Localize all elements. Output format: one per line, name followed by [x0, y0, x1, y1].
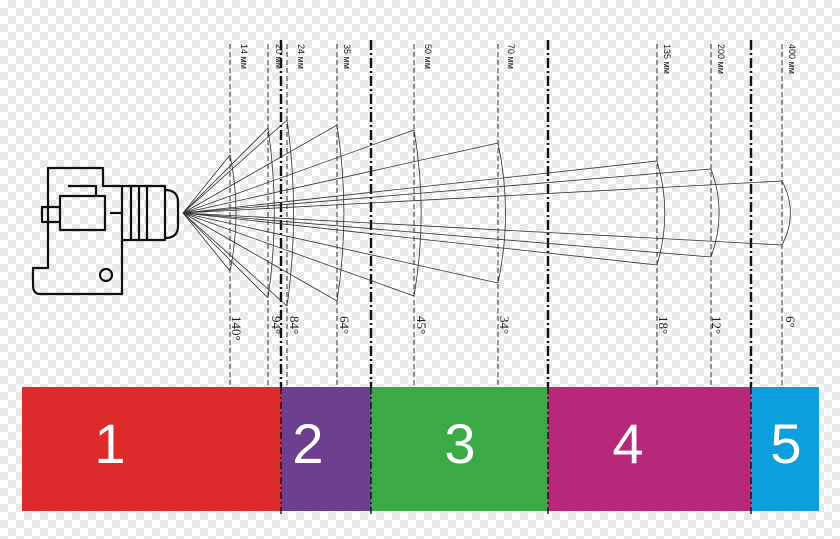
zone-1-label: 1 — [94, 412, 125, 475]
focal-label-20: 20 мм — [274, 44, 284, 69]
angle-label-200: 12° — [709, 316, 724, 334]
view-cone-24 — [182, 119, 294, 307]
angle-label-135: 18° — [656, 316, 671, 334]
focal-label-200: 200 мм — [716, 44, 726, 74]
focal-label-70: 70 мм — [506, 44, 516, 69]
view-cone-14 — [182, 154, 237, 272]
focal-label-35: 35 мм — [342, 44, 352, 69]
angle-label-70: 34° — [497, 316, 512, 334]
zone-2-bar — [281, 387, 371, 511]
angle-label-35: 64° — [337, 316, 352, 334]
angle-label-24: 84° — [287, 316, 302, 334]
angle-label-400: 6° — [783, 316, 798, 328]
zone-3-label: 3 — [444, 412, 475, 475]
focal-label-24: 24 мм — [296, 44, 306, 69]
angle-label-50: 45° — [414, 316, 429, 334]
focal-label-135: 135 мм — [662, 44, 672, 74]
focal-label-14: 14 мм — [239, 44, 249, 69]
view-cone-135 — [182, 160, 666, 266]
zone-1-bar — [22, 387, 281, 511]
zone-3-bar — [371, 387, 548, 511]
view-cone-20 — [182, 127, 275, 299]
view-cone-400 — [182, 180, 791, 246]
zone-4-label: 4 — [612, 412, 643, 475]
view-cone-200 — [182, 168, 720, 258]
view-cone-70 — [182, 142, 506, 284]
focal-label-400: 400 мм — [787, 44, 797, 74]
zone-4-bar — [548, 387, 751, 511]
zone-5-label: 5 — [770, 412, 801, 475]
angle-label-20: 94° — [269, 316, 284, 334]
angle-label-14: 140° — [229, 316, 244, 341]
camera-icon — [31, 166, 180, 296]
focal-label-50: 50 мм — [423, 44, 433, 69]
view-cone-50 — [182, 129, 422, 297]
zone-5-bar — [751, 387, 819, 511]
view-cone-35 — [182, 124, 345, 302]
zone-2-label: 2 — [292, 412, 323, 475]
